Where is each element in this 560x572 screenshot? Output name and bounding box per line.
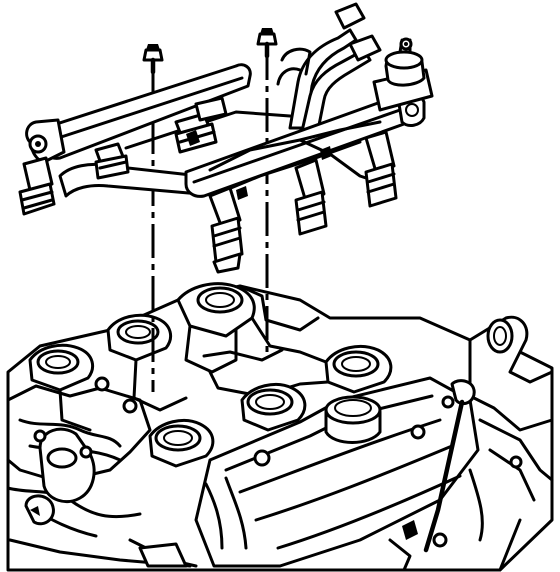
oil-level-dipstick [423,379,484,553]
injector-2 [94,142,130,180]
injector-1 [18,156,56,216]
fuel-injectors [18,96,398,274]
fuel-pressure-regulator [372,37,434,112]
injector-4 [208,186,244,274]
injector-5 [294,158,328,236]
fuel-rail-assembly [18,2,434,274]
engine-block [6,282,554,572]
oil-fill-cap [324,395,382,444]
mounting-bolts [142,28,278,75]
injector-6 [364,130,398,208]
fuel-feed-return-pipes [276,2,382,142]
